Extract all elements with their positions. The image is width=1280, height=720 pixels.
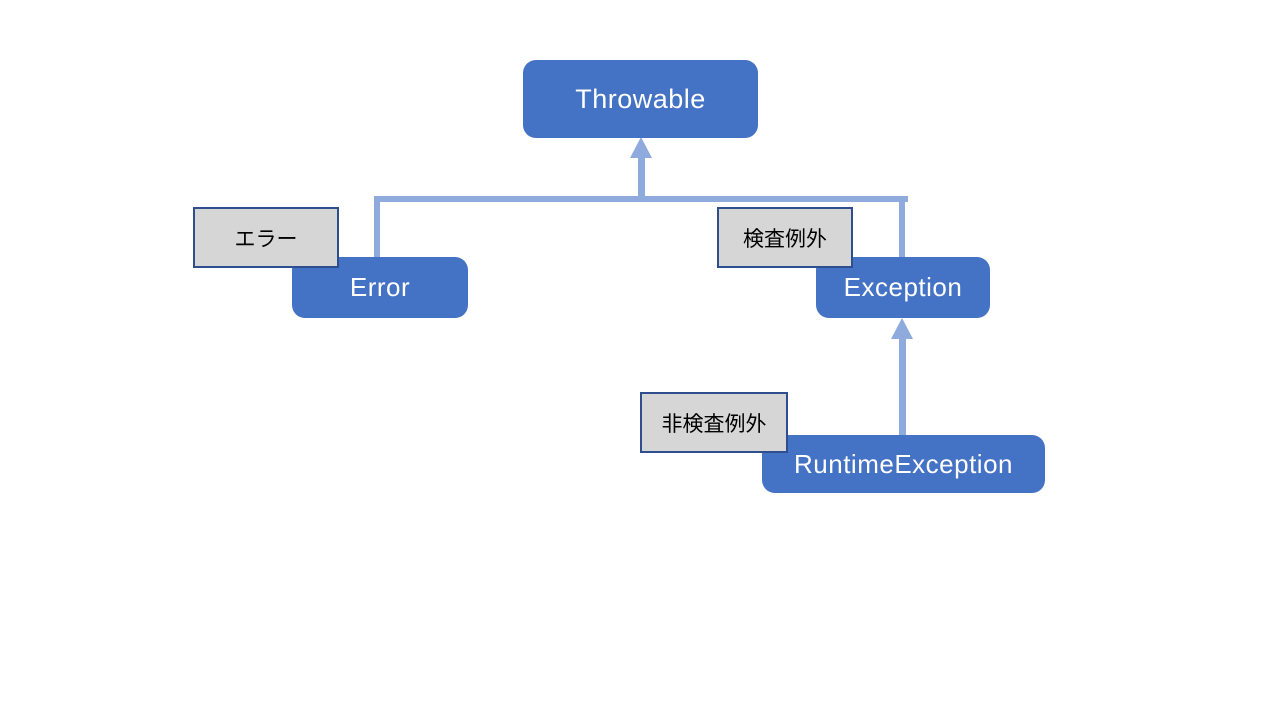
node-runtime-exception-label: RuntimeException	[794, 448, 1013, 479]
node-throwable-label: Throwable	[575, 83, 706, 114]
annotation-checked-exception: 検査例外	[717, 207, 853, 268]
arrow-to-throwable-shaft	[638, 157, 645, 202]
annotation-unchecked-exception: 非検査例外	[640, 392, 788, 453]
arrow-to-throwable-arrowhead-icon	[630, 137, 652, 158]
connector-exception-branch	[899, 196, 905, 258]
annotation-error-ja-label: エラー	[234, 227, 298, 251]
node-throwable: Throwable	[523, 60, 758, 138]
annotation-unchecked-exception-label: 非検査例外	[661, 412, 767, 436]
arrow-to-exception-shaft	[899, 337, 906, 435]
annotation-error-ja: エラー	[193, 207, 339, 268]
annotation-checked-exception-label: 検査例外	[743, 227, 827, 251]
connector-error-branch	[374, 196, 380, 258]
arrow-to-exception-arrowhead-icon	[891, 318, 913, 339]
node-error-label: Error	[349, 272, 411, 302]
node-exception-label: Exception	[843, 272, 963, 302]
node-runtime-exception: RuntimeException	[762, 435, 1045, 493]
